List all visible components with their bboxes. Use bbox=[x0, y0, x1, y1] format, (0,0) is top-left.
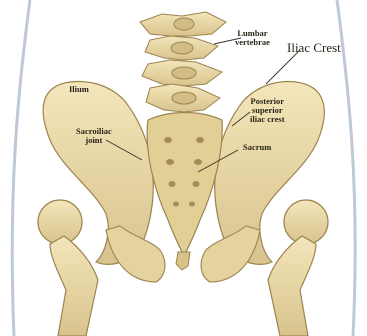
body-outline-left bbox=[12, 0, 30, 336]
label-posterior-superior-iliac-crest: Posterior superior iliac crest bbox=[250, 97, 285, 124]
label-iliac-crest: Iliac Crest bbox=[287, 41, 341, 55]
label-sacroiliac-joint: Sacroiliac joint bbox=[76, 127, 112, 145]
label-psic-line3: iliac crest bbox=[250, 115, 285, 124]
label-sacroiliac-line2: joint bbox=[76, 136, 112, 145]
coccyx bbox=[176, 252, 190, 270]
label-lumbar-vertebrae: Lumbar vertebrae bbox=[235, 29, 270, 47]
right-femur bbox=[268, 200, 328, 336]
label-lumbar-line2: vertebrae bbox=[235, 38, 270, 47]
label-sacrum: Sacrum bbox=[243, 143, 271, 152]
left-femur bbox=[38, 200, 98, 336]
sacrum bbox=[147, 113, 222, 257]
label-ilium: Ilium bbox=[69, 85, 89, 94]
leader-iliac-crest bbox=[266, 50, 300, 84]
lumbar-vertebrae bbox=[140, 12, 226, 112]
